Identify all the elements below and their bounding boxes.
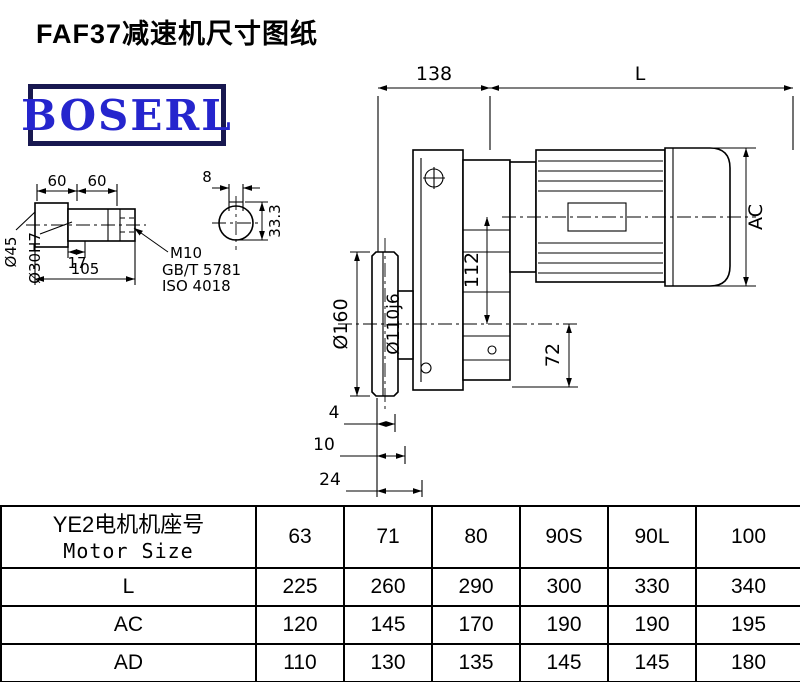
output-flange: Ø160 Ø110j6 — [330, 238, 580, 410]
shaft-d30-label: Ø30H7 — [26, 232, 44, 284]
row-label-AC: AC — [0, 605, 257, 645]
dim-138-label: 138 — [416, 63, 452, 85]
iso-standard-label: ISO 4018 — [162, 277, 231, 295]
AC-value-0: 120 — [255, 605, 345, 645]
dim-L-label: L — [635, 63, 646, 85]
shaft-d45-label: Ø45 — [2, 237, 20, 268]
AC-value-1: 145 — [343, 605, 433, 645]
row-label-AD: AD — [0, 643, 257, 682]
dimension-table: YE2电机机座号 Motor Size 63 71 80 90S 90L 100… — [0, 505, 800, 682]
size-col-100: 100 — [695, 505, 800, 569]
AC-value-4: 190 — [607, 605, 697, 645]
boserl-logo-text: BOSERL — [21, 90, 233, 140]
AD-value-5: 180 — [695, 643, 800, 682]
motor — [502, 147, 756, 287]
size-col-90l: 90L — [607, 505, 697, 569]
dim-4-label: 4 — [329, 403, 340, 423]
ac-dimension: AC — [700, 147, 767, 287]
motor-size-header-cn: YE2电机机座号 — [52, 512, 205, 538]
shaft-105-label: 105 — [71, 260, 100, 278]
L-value-4: 330 — [607, 567, 697, 607]
L-value-2: 290 — [431, 567, 521, 607]
key-height-label: 33.3 — [266, 204, 284, 237]
shaft-60-left-label: 60 — [47, 172, 66, 190]
table-row-AD: AD 110 130 135 145 145 180 — [0, 643, 800, 682]
motor-size-header-en: Motor Size — [63, 538, 194, 563]
AC-value-3: 190 — [519, 605, 609, 645]
shaft-17-label: 17 — [67, 254, 86, 272]
L-value-5: 340 — [695, 567, 800, 607]
row-label-L: L — [0, 567, 257, 607]
AC-value-2: 170 — [431, 605, 521, 645]
dim-112: 112 — [461, 217, 490, 324]
table-row-AC: AC 120 145 170 190 190 195 — [0, 605, 800, 645]
page-title: FAF37减速机尺寸图纸 — [36, 19, 319, 49]
size-col-63: 63 — [255, 505, 345, 569]
table-header-row: YE2电机机座号 Motor Size 63 71 80 90S 90L 100 — [0, 505, 800, 569]
dim-72: 72 — [512, 324, 578, 388]
keyway-section: 8 33.3 — [202, 168, 284, 250]
L-value-1: 260 — [343, 567, 433, 607]
L-value-3: 300 — [519, 567, 609, 607]
motor-nameplate — [567, 202, 627, 232]
L-value-0: 225 — [255, 567, 345, 607]
AD-value-0: 110 — [255, 643, 345, 682]
technical-drawing: 138 L — [2, 63, 794, 497]
AC-value-5: 195 — [695, 605, 800, 645]
shaft-60-right-label: 60 — [87, 172, 106, 190]
dim-72-label: 72 — [542, 343, 564, 367]
dim-AC-label: AC — [745, 204, 767, 230]
AD-value-2: 135 — [431, 643, 521, 682]
table-row-L: L 225 260 290 300 330 340 — [0, 567, 800, 607]
gb-standard-label: GB/T 5781 — [162, 261, 241, 279]
boserl-logo: BOSERL — [21, 84, 231, 146]
AD-value-4: 145 — [607, 643, 697, 682]
flange-fit-label: Ø110j6 — [384, 293, 404, 354]
thread-callout: M10 — [170, 244, 202, 262]
size-col-90s: 90S — [519, 505, 609, 569]
flange-od-label: Ø160 — [330, 298, 352, 349]
top-dimensions: 138 L — [377, 63, 794, 252]
key-width-label: 8 — [202, 168, 212, 186]
dim-112-label: 112 — [461, 252, 483, 288]
dim-10-label: 10 — [313, 435, 335, 455]
size-col-71: 71 — [343, 505, 433, 569]
dim-24-label: 24 — [319, 470, 341, 490]
AD-value-1: 130 — [343, 643, 433, 682]
motor-size-header: YE2电机机座号 Motor Size — [0, 505, 257, 569]
bottom-dimensions: 4 10 24 — [313, 398, 423, 497]
AD-value-3: 145 — [519, 643, 609, 682]
size-col-80: 80 — [431, 505, 521, 569]
shaft-detail: 60 60 17 105 Ø45 Ø30H7 M10 GB/T 5781 — [2, 172, 241, 295]
